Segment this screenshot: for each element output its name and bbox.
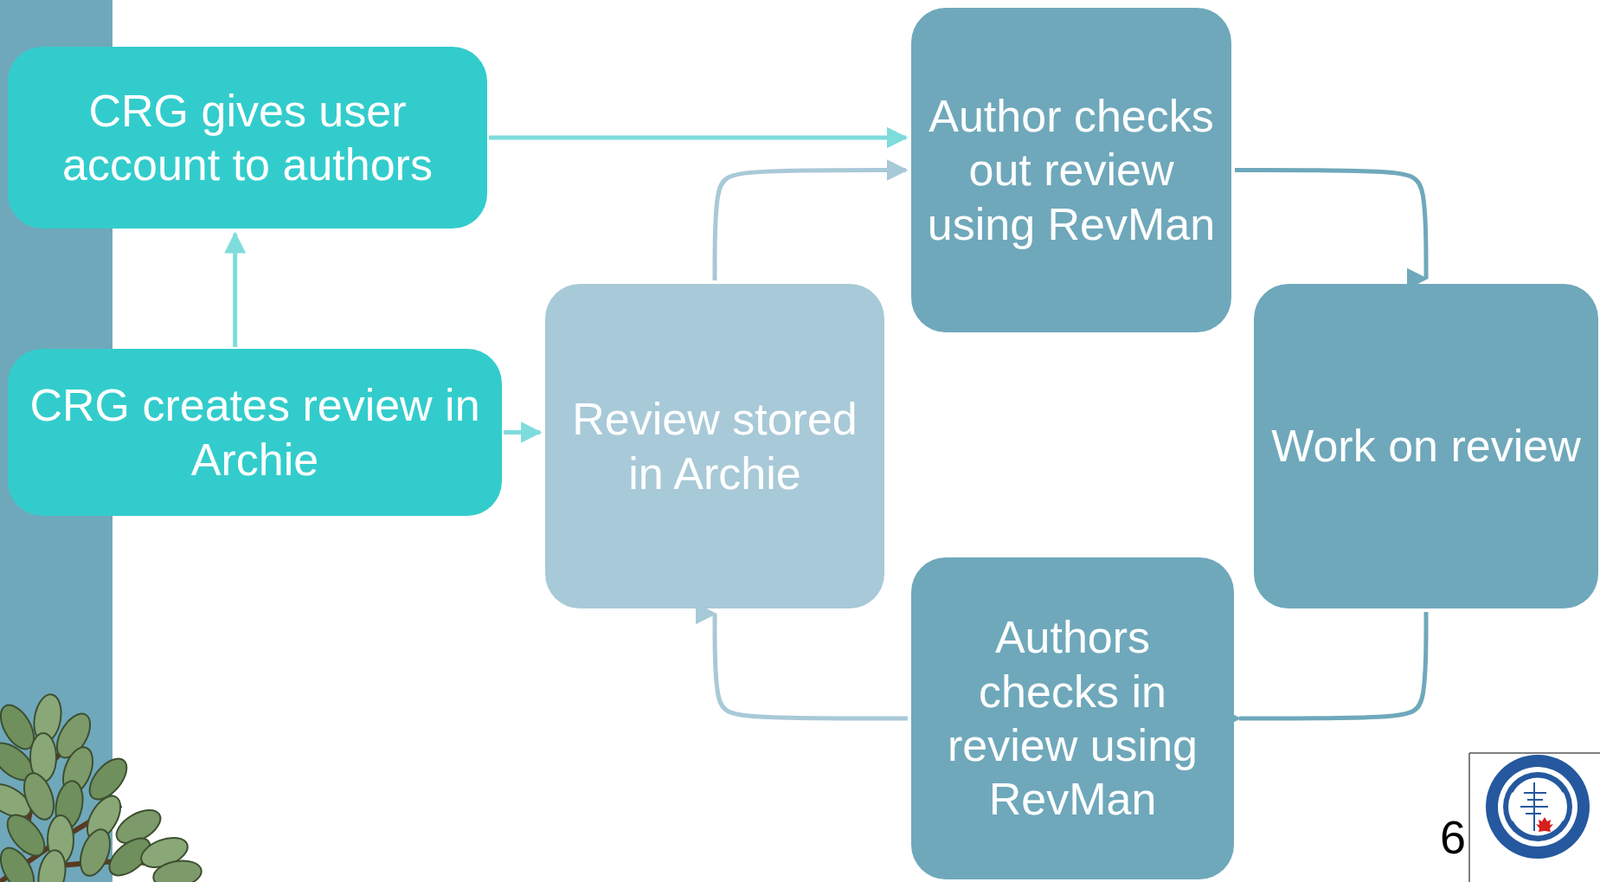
flow-arrow bbox=[488, 135, 907, 141]
process-box: CRG gives user account to authors bbox=[7, 46, 488, 229]
node-text: Authors checks in review using RevMan bbox=[923, 610, 1222, 827]
flow-arrow bbox=[232, 233, 238, 347]
flow-arrow bbox=[714, 613, 908, 719]
process-box: Authors checks in review using RevMan bbox=[911, 557, 1234, 880]
process-box: CRG creates review in Archie bbox=[7, 348, 502, 516]
node-text: Author checks out review using RevMan bbox=[923, 89, 1220, 251]
process-box: Work on review bbox=[1253, 283, 1599, 609]
node-text: Review stored in Archie bbox=[557, 391, 873, 501]
cochrane-logo bbox=[1485, 754, 1590, 859]
flow-arrow bbox=[714, 170, 907, 282]
storage-box: Review stored in Archie bbox=[545, 283, 885, 609]
flow-arrow bbox=[503, 430, 540, 435]
node-text: CRG gives user account to authors bbox=[19, 83, 476, 193]
flow-arrow bbox=[1234, 170, 1427, 280]
flow-arrow bbox=[1239, 611, 1427, 719]
process-box: Author checks out review using RevMan bbox=[911, 7, 1232, 333]
tree-illustration bbox=[0, 692, 204, 882]
node-text: Work on review bbox=[1271, 418, 1581, 473]
page-number: 6 bbox=[1439, 813, 1466, 861]
node-text: CRG creates review in Archie bbox=[19, 378, 490, 487]
logo-frame bbox=[1469, 752, 1600, 882]
